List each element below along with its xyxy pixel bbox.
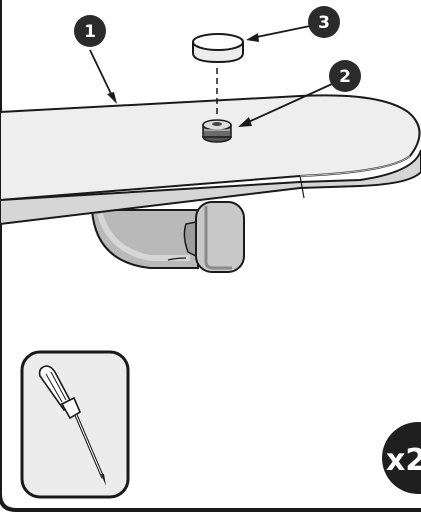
callout-3-label: 3	[318, 13, 330, 33]
tool-panel	[22, 352, 128, 497]
screw-part	[203, 120, 231, 142]
callout-2-label: 2	[339, 67, 351, 87]
callout-1-label: 1	[84, 22, 96, 42]
quantity-badge-label: x2	[386, 443, 421, 478]
cap-part	[193, 34, 243, 62]
